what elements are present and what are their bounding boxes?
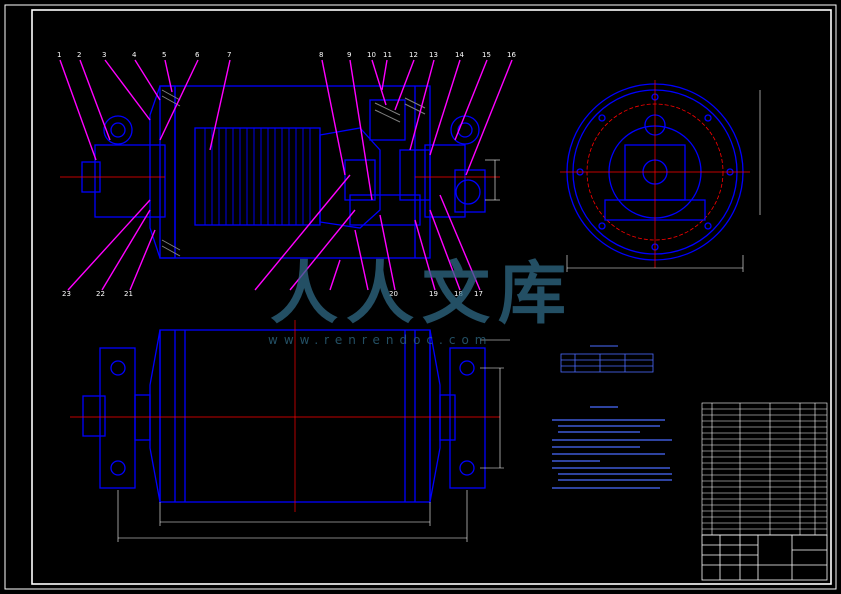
callout-leaders xyxy=(59,59,513,291)
watermark-url: www.renrendoc.com xyxy=(268,333,493,347)
callout-17: 17 xyxy=(474,290,483,298)
parts-list xyxy=(701,402,828,536)
callout-1: 1 xyxy=(57,51,61,59)
callout-8: 8 xyxy=(319,51,323,59)
sheet-outer-border xyxy=(4,4,837,590)
callout-12: 12 xyxy=(409,51,418,59)
tech-spec-table xyxy=(560,353,654,373)
front-section-view xyxy=(60,85,500,259)
callout-20: 20 xyxy=(389,290,398,298)
callout-7: 7 xyxy=(227,51,231,59)
callout-18: 18 xyxy=(454,290,463,298)
callout-9: 9 xyxy=(347,51,351,59)
callout-15: 15 xyxy=(482,51,491,59)
callout-14: 14 xyxy=(455,51,464,59)
callout-21: 21 xyxy=(124,290,133,298)
sheet-inner-border xyxy=(31,9,832,585)
callout-6: 6 xyxy=(195,51,200,59)
callout-4: 4 xyxy=(132,51,137,59)
callout-16: 16 xyxy=(507,51,516,59)
section-hatching xyxy=(161,89,426,257)
watermark-logo: 人人文库 xyxy=(270,255,575,334)
callout-2: 2 xyxy=(77,51,81,59)
callout-19: 19 xyxy=(429,290,438,298)
plan-view xyxy=(82,329,486,503)
callout-23: 23 xyxy=(62,290,71,298)
front-view-dimension xyxy=(485,159,500,201)
callout-10: 10 xyxy=(367,51,376,59)
callout-5: 5 xyxy=(162,51,166,59)
plan-view-dimensions xyxy=(117,339,510,542)
callout-22: 22 xyxy=(96,290,105,298)
title-block xyxy=(701,534,828,581)
plan-view-centerlines xyxy=(70,320,500,512)
callout-13: 13 xyxy=(429,51,438,59)
technical-requirements-notes xyxy=(552,406,672,489)
callout-labels-top: 1 2 3 4 5 6 7 8 9 10 11 12 13 14 15 16 xyxy=(57,51,516,59)
callout-11: 11 xyxy=(383,51,392,59)
side-view-centerlines xyxy=(560,80,750,268)
callout-3: 3 xyxy=(102,51,106,59)
side-view-dimensions xyxy=(566,90,761,272)
callout-labels-bottom: 23 22 21 20 19 18 17 xyxy=(62,290,483,298)
